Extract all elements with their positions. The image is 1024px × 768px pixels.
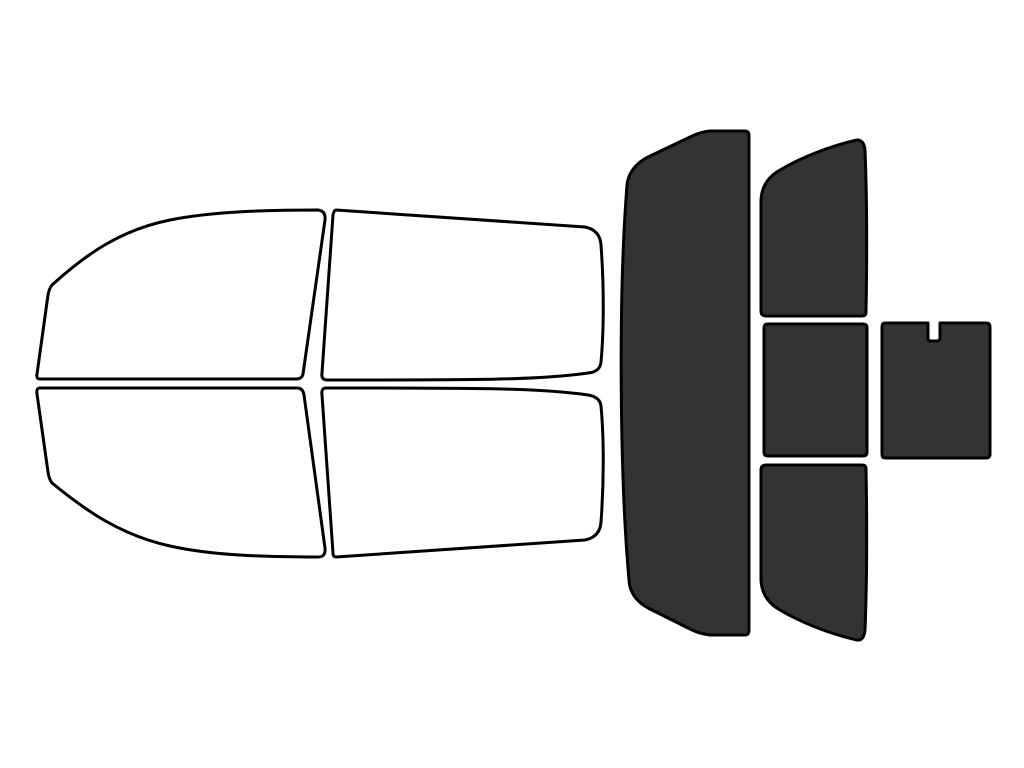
rear-right-window[interactable] (320, 386, 605, 559)
rear-window-upper[interactable] (759, 138, 869, 318)
rear-left-window[interactable] (35, 386, 327, 559)
rear-window-center[interactable] (762, 322, 869, 458)
front-left-window[interactable] (35, 208, 327, 381)
sliding-rear-window[interactable] (880, 321, 992, 460)
rear-window-lower[interactable] (759, 463, 869, 642)
front-right-window[interactable] (320, 208, 605, 382)
windshield-strip[interactable] (619, 129, 751, 637)
